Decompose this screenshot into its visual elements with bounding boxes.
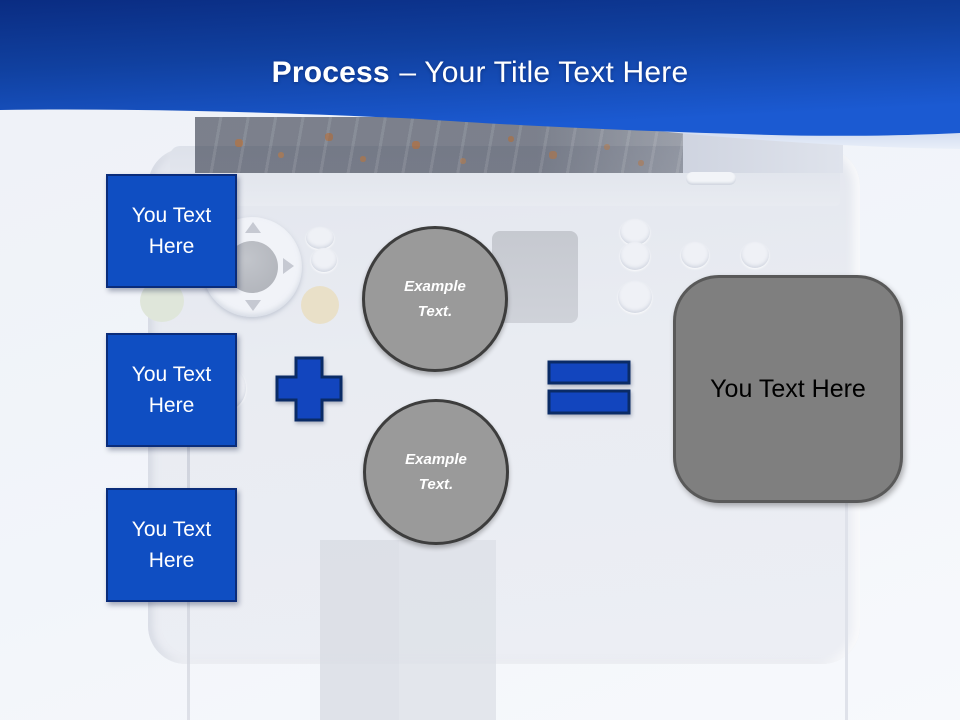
- printer-button: [620, 219, 650, 245]
- input-box-2-label: You Text Here: [131, 362, 212, 418]
- printer-button: [620, 242, 650, 270]
- printer-button: [311, 248, 337, 272]
- printer-dpad-down-icon: [245, 300, 261, 311]
- header-wave: [0, 0, 960, 149]
- input-box-1-label: You Text Here: [131, 203, 212, 259]
- example-circle-1-label: Example Text.: [404, 277, 466, 321]
- wave-main: [0, 0, 960, 136]
- title-rest: – Your Title Text Here: [399, 56, 689, 89]
- printer-dpad-up-icon: [245, 222, 261, 233]
- input-box-3[interactable]: You Text Here: [106, 488, 237, 602]
- printer-button: [681, 242, 709, 268]
- equals-icon: [547, 360, 631, 415]
- input-box-1[interactable]: You Text Here: [106, 174, 237, 288]
- title-emphasis: Process: [271, 56, 390, 89]
- page-title[interactable]: Process – Your Title Text Here: [0, 56, 960, 90]
- printer-button-beige: [301, 286, 339, 324]
- result-box-label: You Text Here: [710, 374, 866, 403]
- example-circle-1[interactable]: Example Text.: [362, 226, 508, 372]
- printer-dpad-right-icon: [283, 258, 294, 274]
- printer-button: [618, 281, 652, 313]
- result-box[interactable]: You Text Here: [673, 275, 903, 503]
- printer-edge: [845, 500, 848, 720]
- example-circle-2-label: Example Text.: [405, 450, 467, 494]
- printer-button: [306, 227, 334, 249]
- printer-paper-tray: [320, 540, 496, 720]
- example-circle-2[interactable]: Example Text.: [363, 399, 509, 545]
- plus-icon: [275, 356, 343, 422]
- input-box-2[interactable]: You Text Here: [106, 333, 237, 447]
- printer-slot-button: [686, 172, 736, 185]
- printer-button: [741, 242, 769, 268]
- printer-lid: [170, 146, 840, 206]
- input-box-3-label: You Text Here: [131, 517, 212, 573]
